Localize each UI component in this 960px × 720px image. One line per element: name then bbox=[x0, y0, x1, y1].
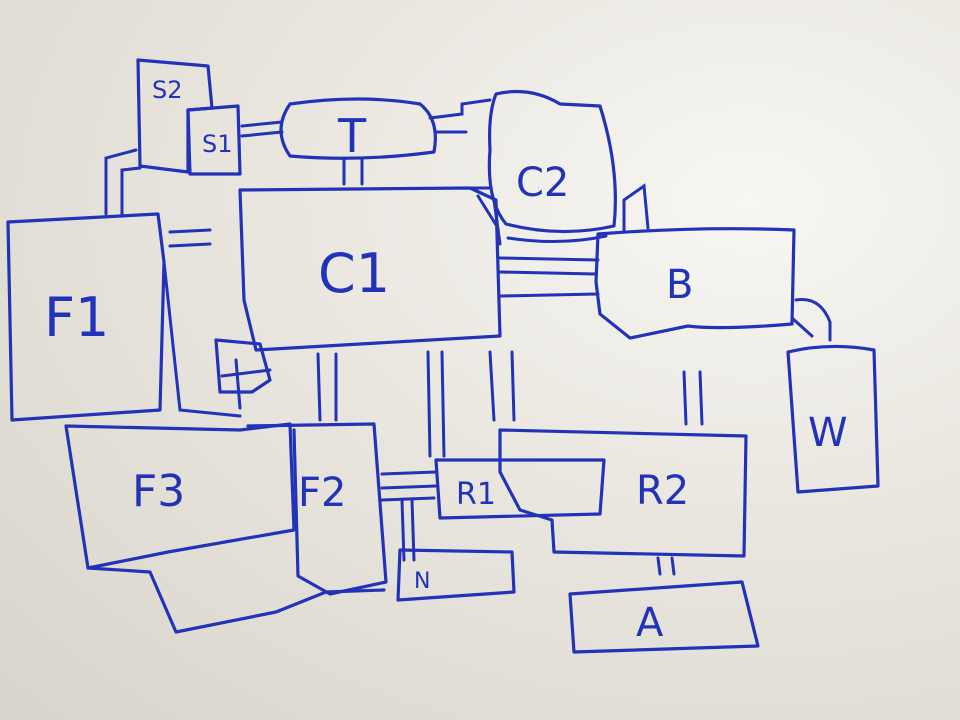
connector-f2-r1 bbox=[380, 470, 438, 502]
room-c1-label: C1 bbox=[318, 242, 390, 305]
room-c2-outline bbox=[487, 89, 617, 234]
room-t-outline bbox=[279, 97, 437, 160]
connector-s1-t bbox=[240, 120, 284, 138]
room-b-outline bbox=[594, 227, 796, 340]
room-s1-label: S1 bbox=[202, 130, 233, 158]
connector-f1-s2 bbox=[104, 148, 142, 216]
room-c1-stub-outline bbox=[214, 338, 272, 394]
room-r1-outline bbox=[434, 458, 606, 520]
room-w-label: W bbox=[808, 410, 848, 456]
connector-f1-c1 bbox=[168, 228, 212, 248]
connector-c1-f2 bbox=[316, 352, 338, 422]
connector-c1-c2 bbox=[464, 186, 502, 246]
connector-f1-corridor bbox=[162, 260, 242, 418]
room-n-label: N bbox=[414, 569, 430, 594]
room-f3-lower-wing-outline bbox=[86, 566, 386, 634]
room-r2-outline bbox=[498, 428, 748, 558]
room-r1-label: R1 bbox=[456, 477, 496, 512]
connector-c1-r1 bbox=[426, 350, 516, 458]
room-b-label: B bbox=[666, 262, 693, 308]
connector-b-w bbox=[790, 297, 832, 342]
connector-t-c2 bbox=[428, 98, 492, 134]
room-w-outline bbox=[786, 344, 880, 494]
connector-b-r2 bbox=[682, 370, 704, 426]
connector-r1-n bbox=[400, 498, 416, 562]
room-r2-label: R2 bbox=[636, 468, 689, 514]
room-a-label: A bbox=[636, 600, 664, 646]
room-a-outline bbox=[568, 580, 760, 654]
room-c2-label: C2 bbox=[516, 160, 569, 206]
room-f2-outline bbox=[246, 422, 388, 596]
room-s2-label: S2 bbox=[152, 76, 183, 104]
connector-b-c2 bbox=[506, 183, 650, 244]
connector-r2-a bbox=[656, 556, 676, 576]
connector-c1-b bbox=[498, 256, 600, 298]
room-f2-label: F2 bbox=[298, 470, 346, 516]
room-f1-outline bbox=[6, 212, 166, 422]
room-f1-label: F1 bbox=[44, 286, 109, 349]
room-f3-label: F3 bbox=[132, 466, 185, 517]
room-s1-outline bbox=[186, 104, 242, 176]
connector-t-c1 bbox=[342, 156, 364, 186]
connector-c1-stub bbox=[220, 358, 272, 410]
room-n-outline bbox=[396, 548, 516, 602]
room-t-label: T bbox=[337, 109, 367, 163]
